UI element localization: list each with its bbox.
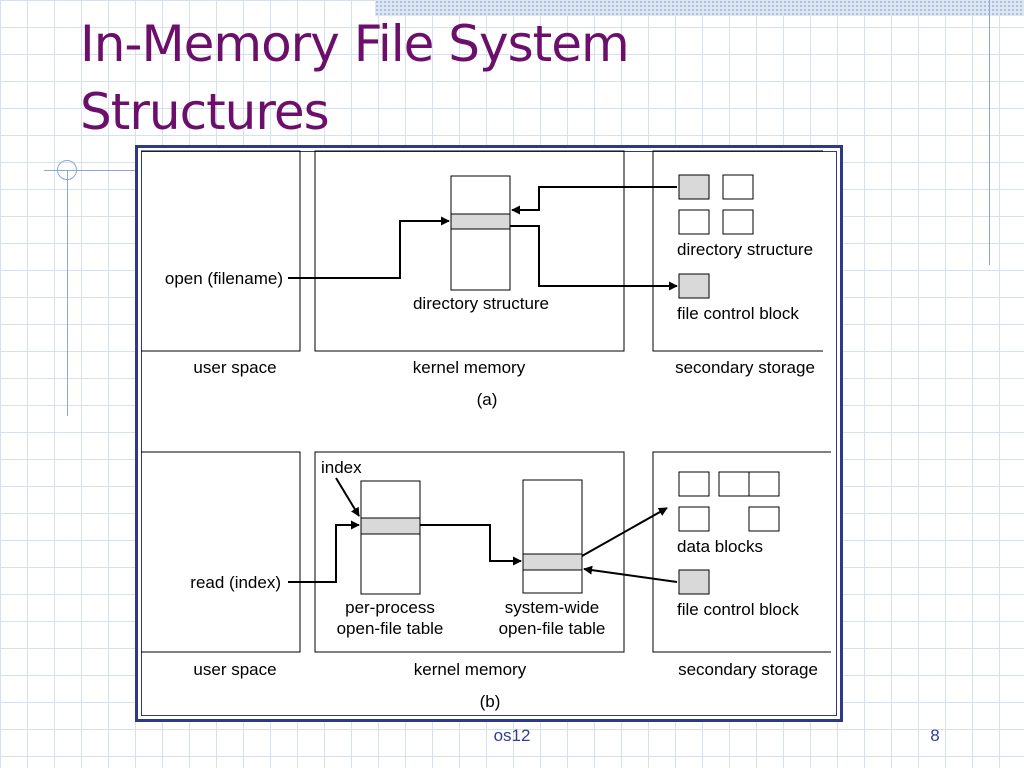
decorative-circle-icon [57,160,77,180]
data-block [678,506,710,532]
storage-directory-block [722,209,754,235]
per-process-label: open-file table [337,619,444,638]
kernel-memory-region [314,150,625,352]
diagram-canvas: open (filename) directory structure dire… [141,150,831,711]
slide-title: In-Memory File System Structures [80,10,760,146]
secondary-storage-label: secondary storage [675,358,815,377]
arrow-system-to-data-blocks [581,507,668,557]
arrow-read-to-per-process [288,520,360,583]
system-wide-open-file-table [522,479,583,594]
slide-title-line: In-Memory File System [80,15,630,73]
arrow-fcb-to-system [583,565,678,583]
read-call-label: read (index) [190,573,281,592]
kernel-memory-region [314,451,625,653]
panel-b: read (index) index per-process open-file… [141,451,831,711]
panel-a-caption: (a) [477,390,498,409]
open-call-label: open (filename) [165,269,283,288]
data-block [718,471,750,497]
per-process-label: per-process [345,598,435,617]
panel-a: open (filename) directory structure dire… [141,150,823,409]
decorative-vertical-line [989,0,990,265]
system-wide-label: system-wide [505,598,599,617]
arrow-index-pointer [335,477,360,517]
slide-title-line: Structures [80,83,330,141]
decorative-horizontal-line [44,170,140,171]
data-blocks-label: data blocks [677,537,763,556]
decorative-vertical-line [67,170,68,416]
arrow-open-to-directory [288,216,450,279]
data-block [748,471,780,497]
storage-fcb-label: file control block [677,600,799,619]
panel-b-caption: (b) [480,692,501,711]
per-process-entry [360,517,421,535]
data-block [748,506,780,532]
storage-directory-block [678,209,710,235]
file-system-diagram: open (filename) directory structure dire… [135,145,843,722]
secondary-storage-label: secondary storage [678,660,818,679]
user-space-region [141,150,301,352]
index-label: index [321,458,362,477]
storage-fcb-label: file control block [677,304,799,323]
storage-directory-block [678,174,710,200]
user-space-region [141,451,301,653]
secondary-storage-region [652,150,823,352]
kernel-directory-table [450,175,511,291]
per-process-open-file-table [360,480,421,595]
arrow-directory-to-fcb [510,225,678,291]
page-number: 8 [930,726,940,745]
system-wide-label: open-file table [499,619,606,638]
kernel-directory-entry [450,213,511,230]
user-space-label: user space [193,660,276,679]
header-decoration-band [375,0,1024,16]
secondary-storage-region [652,451,831,653]
storage-directory-label: directory structure [677,240,813,259]
arrow-per-process-to-system [420,524,522,566]
storage-directory-block [722,174,754,200]
arrow-storage-to-directory [511,186,677,215]
system-wide-entry [522,553,583,571]
user-space-label: user space [193,358,276,377]
footer-label: os12 [493,726,531,745]
data-block [678,471,710,497]
kernel-memory-label: kernel memory [413,358,526,377]
kernel-memory-label: kernel memory [414,660,527,679]
kernel-directory-label: directory structure [413,294,549,313]
storage-fcb-block [678,273,710,299]
storage-fcb-block [678,569,710,595]
